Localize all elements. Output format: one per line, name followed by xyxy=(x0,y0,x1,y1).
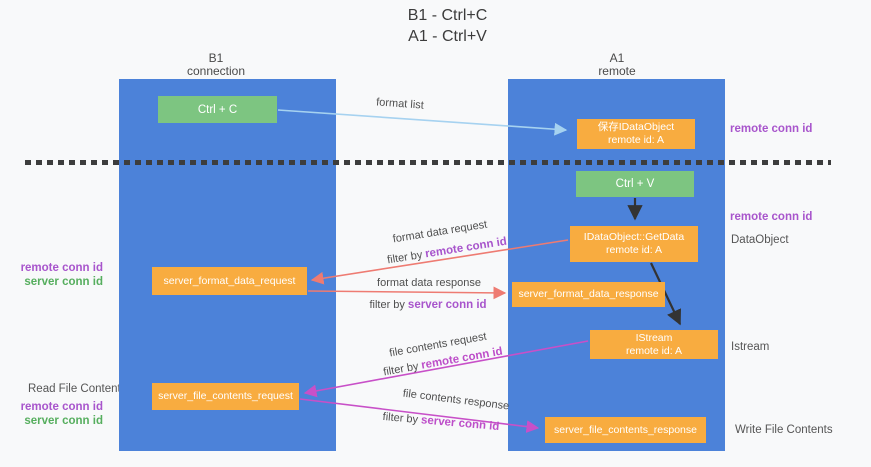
left-column-role: connection xyxy=(186,64,246,78)
right-column-role: remote xyxy=(598,64,636,78)
right-column-header: A1 remote xyxy=(541,52,693,78)
remote-conn-id-annotation-top: remote conn id xyxy=(730,123,813,135)
server-format-data-request-node: server_format_data_request xyxy=(152,267,307,295)
remote-conn-id-annotation-mid: remote conn id xyxy=(730,211,813,223)
remote-conn-id-annotation-left-top: remote conn id xyxy=(20,262,103,274)
getdata-line2: remote id: A xyxy=(605,244,663,256)
getdata-line1: IDataObject::GetData xyxy=(583,231,685,243)
server-conn-id-annotation-left-top: server conn id xyxy=(24,276,103,288)
server-conn-id-text: server conn id xyxy=(407,299,487,311)
save-idataobject-node: 保存IDataObject remote id: A xyxy=(577,119,695,149)
diagram-title: B1 - Ctrl+C A1 - Ctrl+V xyxy=(300,5,595,47)
file-contents-response-label: file contents response xyxy=(402,387,510,413)
ctrl-c-label: Ctrl + C xyxy=(197,103,238,116)
read-file-contents-annotation: Read File Contents xyxy=(28,383,127,395)
idataobject-getdata-node: IDataObject::GetData remote id: A xyxy=(570,226,698,262)
title-line-2: A1 - Ctrl+V xyxy=(408,28,487,45)
format-list-label: format list xyxy=(375,96,425,112)
dataobject-annotation: DataObject xyxy=(731,234,789,246)
copy-paste-divider-line xyxy=(25,160,831,165)
server-file-contents-response-node: server_file_contents_response xyxy=(545,417,706,443)
save-idataobject-line1: 保存IDataObject xyxy=(597,121,675,133)
left-conn-id-stack-top: remote conn id server conn id xyxy=(10,261,103,289)
server-file-contents-request-node: server_file_contents_request xyxy=(152,383,299,410)
istream-line2: remote id: A xyxy=(625,344,683,357)
filter-by-text: filter by xyxy=(386,248,424,267)
istream-line1: IStream xyxy=(635,331,673,344)
filter-by-text: filter by xyxy=(382,360,420,379)
istream-node: IStream remote id: A xyxy=(590,330,718,359)
remote-conn-id-annotation-left-bottom: remote conn id xyxy=(20,401,103,413)
format-data-response-arrow xyxy=(307,286,507,300)
write-file-contents-annotation: Write File Contents xyxy=(735,424,833,436)
server-file-contents-request-label: server_file_contents_request xyxy=(158,390,293,402)
server-conn-id-text: server conn id xyxy=(420,414,500,434)
server-conn-id-annotation-left-bottom: server conn id xyxy=(24,415,103,427)
left-column-name: B1 xyxy=(208,51,224,65)
server-format-data-response-label: server_format_data_response xyxy=(518,288,659,300)
server-file-contents-response-label: server_file_contents_response xyxy=(553,423,697,436)
server-format-data-response-node: server_format_data_response xyxy=(512,282,665,307)
filter-by-text: filter by xyxy=(369,299,405,311)
format-data-response-label: format data response xyxy=(377,277,481,289)
server-format-data-request-label: server_format_data_request xyxy=(163,274,296,287)
remote-conn-id-text: remote conn id xyxy=(424,235,508,261)
title-line-1: B1 - Ctrl+C xyxy=(407,7,488,24)
istream-annotation: Istream xyxy=(731,341,770,353)
save-idataobject-line2: remote id: A xyxy=(607,134,665,146)
ctrl-v-node: Ctrl + V xyxy=(576,171,694,197)
ctrl-c-node: Ctrl + C xyxy=(158,96,277,123)
filter-by-text: filter by xyxy=(382,410,419,426)
right-column-name: A1 xyxy=(609,51,625,65)
left-conn-id-stack-bottom: remote conn id server conn id xyxy=(10,400,103,428)
ctrl-v-label: Ctrl + V xyxy=(615,178,655,190)
left-column-header: B1 connection xyxy=(140,52,292,78)
